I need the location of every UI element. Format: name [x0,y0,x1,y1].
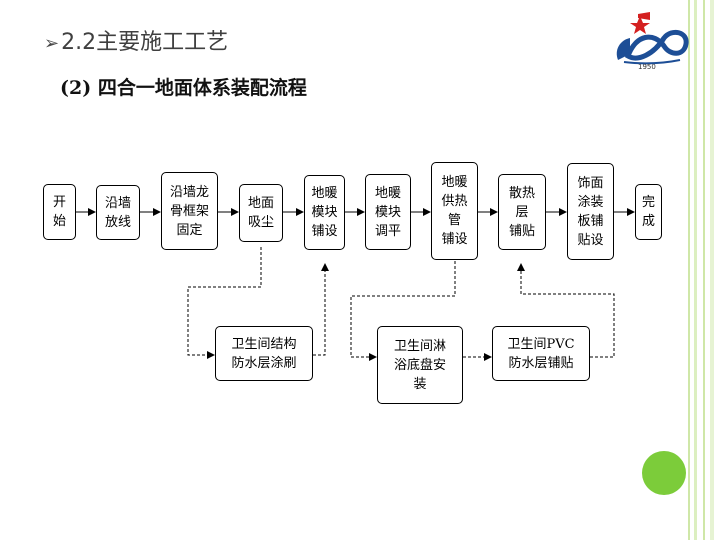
decor-line-2 [694,0,697,540]
step-floor-vacuum: 地面 吸尘 [239,184,283,242]
dashed-branch-1-out [187,247,262,359]
decor-line-1 [688,0,690,540]
step-bathroom-waterproof-coating: 卫生间结构 防水层涂刷 [215,326,313,381]
step-heating-module-leveling: 地暖 模块 调平 [365,174,411,250]
logo-year: 1950 [638,63,656,71]
university-logo-icon [616,12,689,65]
section-heading-text: 2.2主要施工工艺 [61,30,229,55]
green-circle-decoration [642,451,686,495]
step-complete: 完 成 [635,184,662,240]
arrow-bullet-icon: ➢ [44,33,60,54]
step-heat-dissipation-layer: 散热 层 铺贴 [498,174,546,250]
step-wall-layout: 沿墙 放线 [96,185,140,240]
step-finish-panel-laying: 饰面 涂装 板铺 贴设 [567,163,614,260]
step-bathroom-shower-tray: 卫生间淋 浴底盘安 装 [377,326,463,404]
decor-line-3 [703,0,705,540]
dashed-branch-1-return [313,263,329,356]
step-heating-module-laying: 地暖 模块 铺设 [304,175,345,250]
step-wall-keel-frame: 沿墙龙 骨框架 固定 [161,172,218,250]
step-heating-pipe-laying: 地暖 供热 管 铺设 [431,162,478,260]
step-bathroom-pvc-waterproof: 卫生间PVC 防水层铺贴 [492,326,590,381]
step-start: 开 始 [43,184,76,240]
dashed-branch-2-return [517,263,615,358]
subheading: (2) 四合一地面体系装配流程 [60,77,307,99]
section-heading: ➢2.2主要施工工艺 [44,24,228,56]
decor-line-4 [710,0,714,540]
